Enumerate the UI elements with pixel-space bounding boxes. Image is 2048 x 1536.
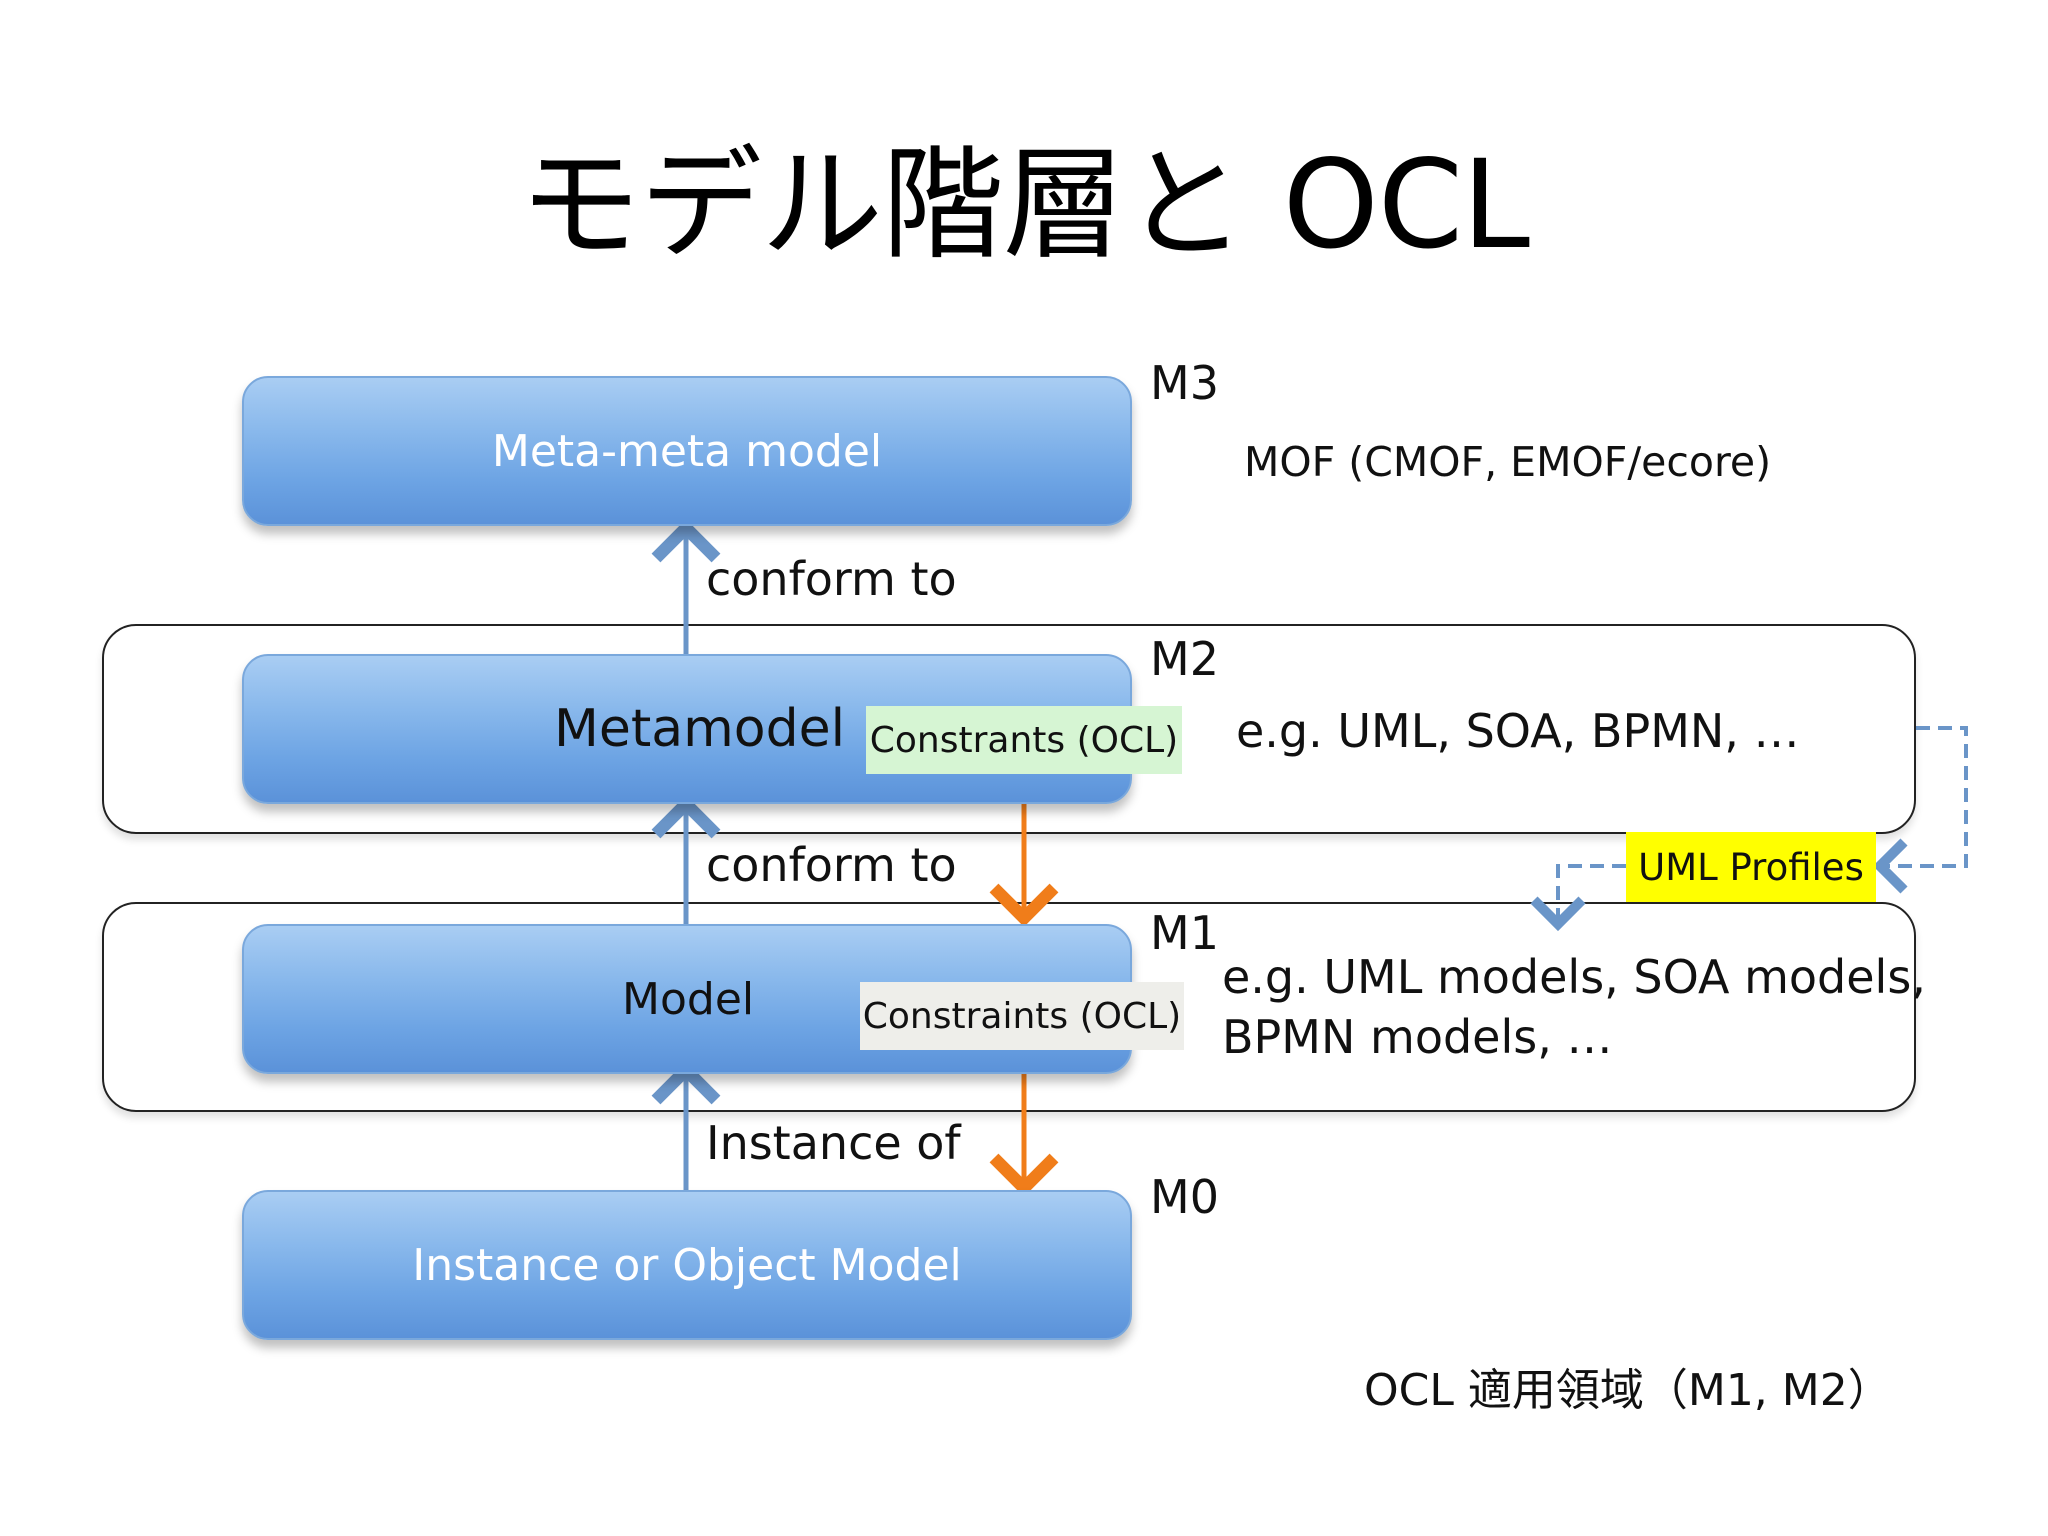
instance-model-box: Instance or Object Model bbox=[242, 1190, 1132, 1340]
level-label-m1: M1 bbox=[1150, 906, 1219, 960]
model-label: Model bbox=[622, 973, 755, 1025]
uml-profiles-tag: UML Profiles bbox=[1626, 832, 1876, 902]
metamodel-label: Metamodel bbox=[554, 699, 846, 759]
relation-label-m2-m3: conform to bbox=[706, 552, 957, 606]
uml-profiles-connector-left bbox=[1530, 864, 1626, 932]
level-label-m2: M2 bbox=[1150, 632, 1219, 686]
meta-meta-model-box: Meta-meta model bbox=[242, 376, 1132, 526]
ocl-scope-note: OCL 適用領域（M1, M2） bbox=[1364, 1365, 1892, 1416]
page-title: モデル階層と OCL bbox=[519, 134, 1530, 276]
m1-example-line1: e.g. UML models, SOA models, bbox=[1222, 950, 1926, 1004]
relation-label-m0-m1: Instance of bbox=[706, 1116, 961, 1170]
m2-band bbox=[102, 624, 1916, 834]
level-label-m0: M0 bbox=[1150, 1170, 1219, 1224]
level-label-m3: M3 bbox=[1150, 356, 1219, 410]
meta-meta-model-label: Meta-meta model bbox=[491, 425, 883, 477]
constraint-tag-m2: Constrants (OCL) bbox=[866, 706, 1182, 774]
relation-label-m1-m2: conform to bbox=[706, 838, 957, 892]
model-box: Model bbox=[242, 924, 1132, 1074]
uml-profiles-connector-right bbox=[1872, 726, 1968, 894]
m1-example-line2: BPMN models, … bbox=[1222, 1010, 1613, 1064]
m2-example: e.g. UML, SOA, BPMN, … bbox=[1236, 704, 1800, 758]
m3-example: MOF (CMOF, EMOF/ecore) bbox=[1244, 438, 1772, 486]
constraint-tag-m1: Constraints (OCL) bbox=[860, 982, 1184, 1050]
instance-model-label: Instance or Object Model bbox=[412, 1239, 962, 1291]
